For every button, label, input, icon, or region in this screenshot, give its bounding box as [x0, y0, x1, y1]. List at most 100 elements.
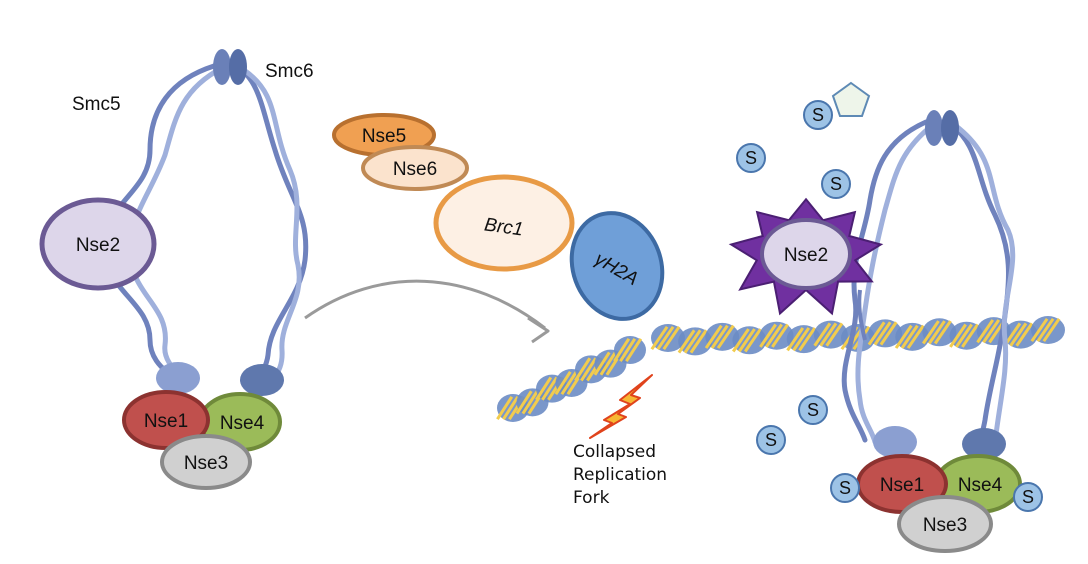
dna-stripe: [771, 323, 789, 348]
dna-stripe: [961, 323, 979, 348]
dna-stripe: [900, 324, 919, 349]
nse3-ellipse-right: [897, 495, 993, 553]
dna-stripe: [515, 390, 533, 415]
sumo-label: S: [807, 400, 819, 420]
nse1-label-right: Nse1: [880, 475, 924, 496]
sumo-circle: [736, 143, 766, 173]
transition-arrow: [304, 279, 546, 330]
smc6-arm: [233, 63, 309, 381]
gh2a-ellipse: [569, 211, 665, 321]
dna-stripe: [683, 329, 702, 354]
dna-stripe: [574, 357, 592, 382]
sumo-circle: [756, 425, 786, 455]
dna-stripe: [792, 327, 811, 352]
dna-stripe: [955, 323, 973, 348]
smc6-arm-right: [945, 119, 1016, 445]
sumo-circle: [798, 395, 828, 425]
dna-stripe: [535, 376, 553, 401]
pentagon-icon: [831, 81, 871, 117]
dna-stripe: [541, 376, 559, 401]
dna-stripe: [743, 328, 762, 353]
nse2-ellipse: [39, 197, 157, 291]
broken-dna-segment: [496, 336, 646, 422]
dna-stripe: [759, 323, 777, 348]
dna-stripe: [819, 322, 838, 347]
hinge-domain: [213, 49, 247, 85]
nse2-ellipse-active: [760, 218, 852, 290]
dna-stripe: [813, 322, 832, 347]
dna-stripe: [662, 325, 681, 351]
dna-stripe: [593, 351, 611, 376]
nse6-ellipse: [361, 145, 469, 191]
nse5-label: Nse5: [362, 126, 406, 147]
dna-stripe: [1009, 322, 1028, 347]
smc5-arm-right: [841, 119, 937, 445]
sumo-circle: [830, 473, 860, 503]
dna-stripe: [656, 325, 675, 351]
dna-stripe: [1036, 317, 1055, 343]
dna-stripe: [927, 320, 946, 345]
sumo-label: S: [839, 478, 851, 498]
dna-stripe: [689, 329, 708, 354]
dna-stripe: [496, 395, 514, 421]
dna-stripe: [502, 395, 520, 421]
dna-stripe: [677, 329, 696, 354]
dna-stripe: [879, 321, 898, 346]
sumo-circle: [821, 169, 851, 199]
dna-stripe: [1030, 317, 1049, 343]
nse2-label-active: Nse2: [784, 245, 828, 266]
brc1-ellipse: [433, 174, 575, 272]
dna-stripe: [560, 370, 578, 396]
dna-stripe: [554, 370, 572, 396]
nse1-label: Nse1: [144, 411, 188, 432]
sumo-label: S: [765, 430, 777, 450]
dna-stripe: [933, 320, 952, 345]
sumo-label: S: [830, 174, 842, 194]
sumo-circle: [1013, 482, 1043, 512]
dna-stripe: [921, 320, 940, 345]
dna-stripe: [1015, 322, 1034, 347]
nse3-label-right: Nse3: [923, 515, 967, 536]
smc6-head-domain: [240, 364, 284, 396]
nse2-tether: [857, 289, 867, 341]
dna-stripe: [765, 323, 783, 348]
smc5-head-domain: [156, 362, 200, 394]
dna-stripe: [949, 323, 967, 348]
dna-stripe: [737, 328, 756, 353]
dna-stripe: [798, 327, 817, 352]
dna-stripe: [982, 319, 1001, 344]
smc5-head-right: [873, 426, 917, 458]
dna-stripe: [599, 351, 617, 376]
dna-stripe: [786, 327, 805, 352]
dna-stripe: [1042, 317, 1061, 343]
fork-label-line3: Fork: [573, 488, 610, 508]
smc6-head-right: [962, 428, 1006, 460]
dna-stripe: [650, 325, 669, 351]
dna-stripe: [716, 324, 735, 349]
dna-stripe: [825, 322, 844, 347]
fork-label-line2: Replication: [573, 465, 667, 485]
dna-stripe: [580, 357, 598, 382]
dna-stripe: [976, 319, 995, 344]
nse4-label-right: Nse4: [958, 475, 1003, 496]
left-smc5-6-complex: Nse2 Nse4 Nse1 Nse3 Smc5 Smc6: [39, 49, 314, 490]
nse2-label: Nse2: [76, 235, 120, 256]
sumo-circle: [803, 100, 833, 130]
nse3-label: Nse3: [184, 453, 228, 474]
dna-stripe: [613, 337, 631, 363]
sumo-label: S: [745, 148, 757, 168]
lightning-bolt-icon: [589, 374, 653, 439]
hinge-domain-right: [925, 110, 959, 146]
nse6-label: Nse6: [393, 159, 437, 180]
dna-stripe: [619, 337, 637, 363]
brc1-module: Nse5 Nse6 Brc1 γH2A: [332, 113, 665, 321]
dna-stripe: [625, 337, 643, 363]
dna-stripe: [521, 390, 539, 415]
dna-stripe: [906, 324, 925, 349]
fork-label-line1: Collapsed: [573, 442, 656, 462]
dna-stripe: [873, 321, 892, 346]
dna-stripe: [731, 328, 750, 353]
smc6-label: Smc6: [265, 61, 314, 82]
